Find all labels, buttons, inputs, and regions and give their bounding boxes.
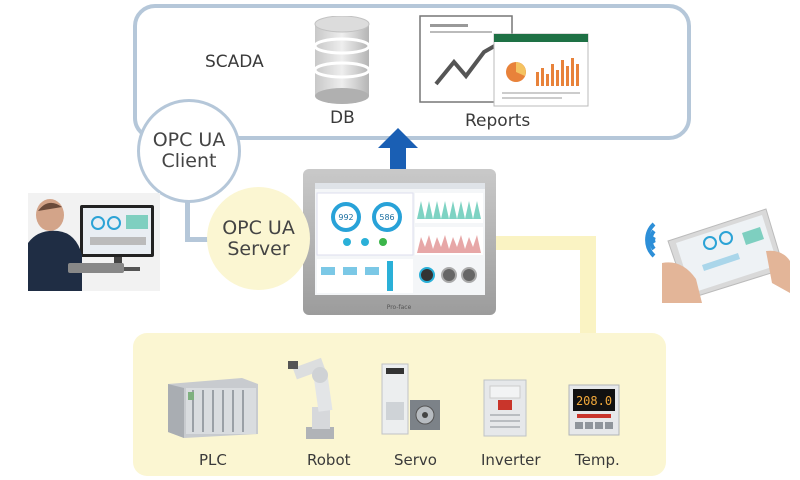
plc-device-image (168, 378, 258, 438)
client-label-line2: Client (161, 150, 217, 172)
inverter-device-image (483, 379, 527, 437)
tablet-connector-vertical (580, 236, 596, 336)
scada-label: SCADA (205, 52, 264, 72)
hmi-gauge-2-value: 586 (379, 213, 394, 222)
scada-panel (133, 4, 691, 140)
database-icon (313, 16, 371, 104)
hmi-brand-label: Pro-face (387, 304, 412, 311)
inverter-label: Inverter (481, 451, 541, 469)
temperature-controller-image: 208.0 (568, 384, 620, 436)
client-connector-line (185, 200, 190, 240)
server-label-line1: OPC UA (222, 216, 295, 239)
temp-label: Temp. (575, 451, 620, 469)
servo-device-image (381, 363, 440, 435)
tablet-device-image (662, 208, 790, 303)
wireless-icon (645, 222, 656, 258)
reports-icon (419, 15, 589, 107)
db-label: DB (330, 108, 355, 128)
operator-at-pc-image (28, 193, 160, 291)
robot-device-image (288, 357, 334, 439)
reports-label: Reports (465, 111, 531, 131)
client-label-line1: OPC UA (152, 129, 226, 151)
opc-ua-server-bubble: OPC UA Server (207, 187, 310, 290)
hmi-touch-panel: 992 586 Pro-face (303, 169, 496, 315)
up-arrow-icon (378, 128, 418, 174)
robot-label: Robot (307, 451, 351, 469)
hmi-gauge-1-value: 992 (338, 213, 353, 222)
opc-ua-client-bubble: OPC UA Client (137, 99, 241, 203)
server-label-line2: Server (227, 237, 290, 260)
temp-display-value: 208.0 (576, 394, 612, 408)
tablet-connector-horizontal (495, 236, 595, 250)
plc-label: PLC (199, 451, 227, 469)
servo-label: Servo (394, 451, 437, 469)
